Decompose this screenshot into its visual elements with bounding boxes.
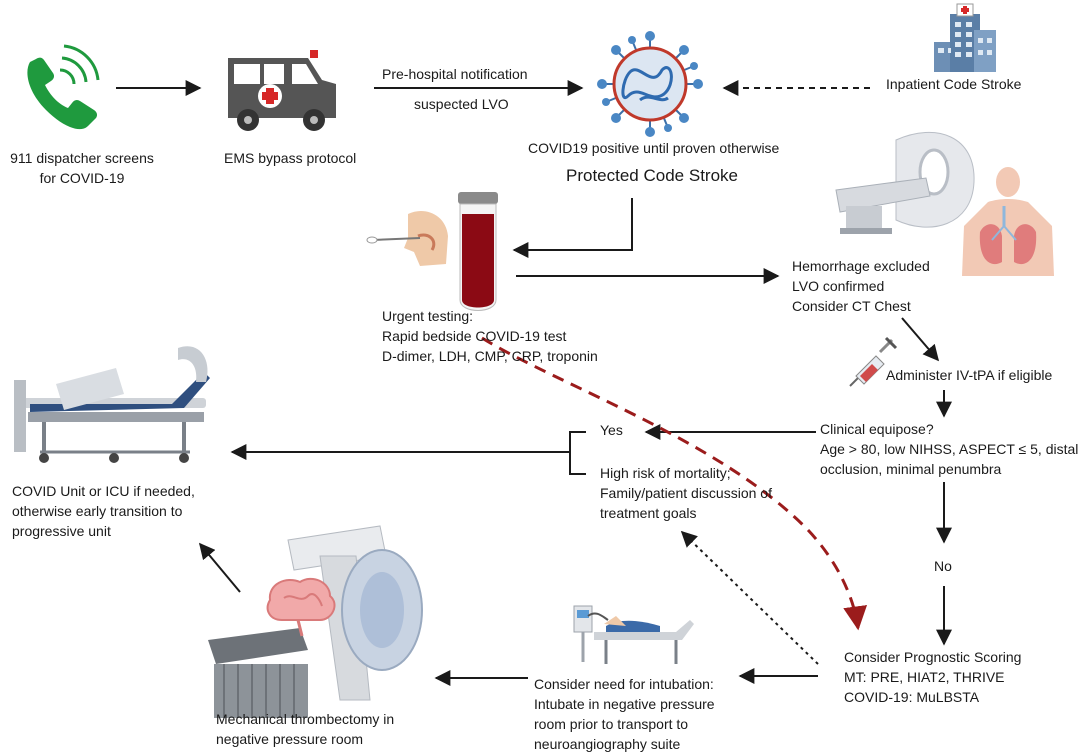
swab-icon xyxy=(366,210,448,266)
testing-label: Urgent testing: Rapid bedside COVID-19 t… xyxy=(382,308,598,364)
arrow-ct-to-tpa xyxy=(901,317,940,362)
thrombectomy-label: Mechanical thrombectomy in negative pres… xyxy=(216,711,395,747)
notification-label: Pre-hospital notification xyxy=(382,66,528,82)
lungs-icon xyxy=(962,167,1054,276)
virus-icon xyxy=(597,31,703,137)
ct-label: Hemorrhage excluded LVO confirmed Consid… xyxy=(792,258,930,314)
covid-unit-label: COVID Unit or ICU if needed, otherwise e… xyxy=(12,483,195,539)
tpa-label: Administer IV-tPA if eligible xyxy=(886,367,1053,383)
covid-positive-label: COVID19 positive until proven otherwise xyxy=(528,140,780,156)
syringe-icon xyxy=(849,336,898,387)
ambulance-icon xyxy=(228,50,336,131)
phone-icon xyxy=(27,44,100,130)
red-dashed-arrow xyxy=(481,336,868,631)
yes-label: Yes xyxy=(600,422,623,438)
hospital-icon xyxy=(934,3,996,72)
blood-tube-icon xyxy=(458,192,498,311)
arrow-thrombectomy-to-unit xyxy=(198,542,241,593)
arrows xyxy=(116,80,952,686)
ems-label: EMS bypass protocol xyxy=(224,150,357,166)
ct-scanner-icon xyxy=(835,132,975,234)
protected-code-stroke-title: Protected Code Stroke xyxy=(566,166,738,185)
brain-icon xyxy=(266,577,336,637)
prognostic-label: Consider Prognostic Scoring MT: PRE, HIA… xyxy=(844,649,1022,705)
arrow-prognostic-to-highrisk xyxy=(680,530,819,665)
ventilator-bed-icon xyxy=(573,605,694,664)
intubation-label: Consider need for intubation: Intubate i… xyxy=(534,676,715,752)
equipose-label: Clinical equipose? Age > 80, low NIHSS, … xyxy=(820,421,1079,477)
high-risk-label: High risk of mortality; Family/patient d… xyxy=(600,465,772,521)
angiography-icon xyxy=(208,525,423,718)
dispatcher-label: 911 dispatcher screens for COVID-19 xyxy=(10,150,154,186)
arrow-protected-to-testing xyxy=(512,198,633,258)
no-label: No xyxy=(934,558,952,574)
bracket-yes-highrisk xyxy=(569,431,586,475)
inpatient-label: Inpatient Code Stroke xyxy=(886,76,1022,92)
suspected-lvo-label: suspected LVO xyxy=(414,96,509,112)
hospital-bed-icon xyxy=(14,346,210,463)
